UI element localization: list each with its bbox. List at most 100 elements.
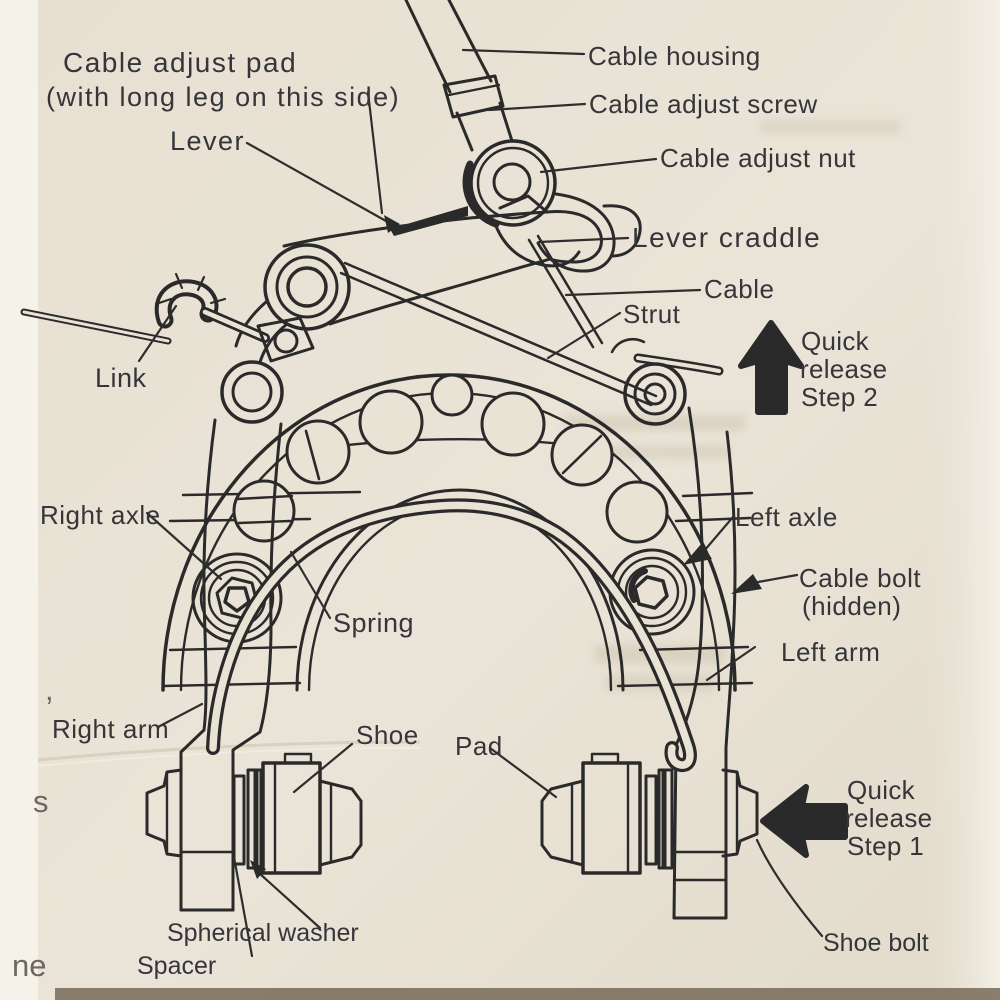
cable-adjust-screw-ferrule xyxy=(442,74,505,119)
paper-crease-highlight xyxy=(37,747,421,767)
spherical-washer-part xyxy=(232,774,246,866)
leader-link xyxy=(137,304,178,363)
link-clamp-block xyxy=(256,316,315,363)
leader-cable-bolt xyxy=(756,573,799,584)
spherical-washer-arrowhead xyxy=(250,860,266,879)
quick-release-arrows xyxy=(738,320,848,858)
link-tube-fill xyxy=(158,283,215,325)
cable-adjust-nut-bore xyxy=(492,162,532,202)
paper-crease xyxy=(37,740,421,762)
body-inner-arc xyxy=(295,488,625,692)
leader-cable xyxy=(564,288,702,297)
link-segment-ticks xyxy=(154,272,227,306)
left-arm-lines xyxy=(672,850,728,882)
label-qr2-line2: release xyxy=(800,354,887,384)
cable-tail-right-fill xyxy=(636,356,721,373)
caliper-body xyxy=(161,360,754,692)
stray-ne-text: ne xyxy=(12,948,46,983)
left-shoe-assembly xyxy=(540,752,759,875)
left-arm-part xyxy=(672,406,737,920)
right-shoe-assembly xyxy=(145,752,363,875)
cable-edge1 xyxy=(527,238,595,349)
leader-cable-adjust-pad xyxy=(366,90,384,215)
quick-release-left-arrow-icon xyxy=(760,784,848,858)
lines-through-hole xyxy=(235,494,294,525)
strut-edge1 xyxy=(343,261,658,398)
left-arm-left-edge xyxy=(672,406,704,920)
page-left-edge xyxy=(0,0,38,1000)
label-shoe: Shoe xyxy=(356,720,419,750)
label-cable-adjust-pad-line1: Cable adjust pad xyxy=(63,47,297,78)
label-spherical-washer: Spherical washer xyxy=(167,919,359,947)
cradle-hook xyxy=(602,204,642,258)
hole-mid-right xyxy=(605,480,669,544)
adjuster-barrel-left xyxy=(455,111,474,152)
right-arm-left-edge xyxy=(179,418,217,912)
spring-part xyxy=(206,498,697,773)
lever-pivot-outer xyxy=(263,243,351,331)
hole-mid-left xyxy=(232,479,296,543)
adjust-pad-part xyxy=(498,194,549,214)
label-qr1-line3: Step 1 xyxy=(847,831,924,861)
label-cable-adjust-screw: Cable adjust screw xyxy=(589,89,818,119)
lever-bottom-edge xyxy=(328,257,552,326)
leader-lever xyxy=(245,141,388,223)
spring-band-fill xyxy=(209,501,694,769)
label-cable-housing: Cable housing xyxy=(588,41,761,71)
nut-shadow-arc xyxy=(462,160,500,228)
label-qr1-line1: Quick xyxy=(847,775,916,805)
right-arm-boss-bore xyxy=(231,371,273,413)
page-bottom-edge xyxy=(55,988,1000,1000)
leader-shoe-bolt xyxy=(755,838,824,938)
lever-pivot-mid xyxy=(275,255,339,319)
lever-tip xyxy=(545,209,603,264)
cable-adjust-nut-outer-ring xyxy=(469,139,557,227)
lever-part xyxy=(234,206,603,364)
right-arm-boss-outer xyxy=(220,360,284,424)
left-arm-boss-bore xyxy=(643,382,667,406)
label-strut: Strut xyxy=(623,299,681,329)
lever-to-clamp-edge2 xyxy=(258,322,289,364)
stray-s-text: s xyxy=(33,784,49,819)
labels: Cable adjust pad (with long leg on this … xyxy=(12,41,932,983)
right-arm-right-edge xyxy=(231,422,283,912)
label-cable-adjust-nut: Cable adjust nut xyxy=(660,143,856,173)
cable-housing-left-edge xyxy=(404,0,452,94)
leader-shoe xyxy=(292,742,354,794)
label-lever: Lever xyxy=(170,126,245,156)
leader-strut xyxy=(546,311,622,360)
label-shoe-bolt: Shoe bolt xyxy=(823,929,929,957)
strut-part xyxy=(339,261,658,407)
cable-housing-right-edge xyxy=(447,0,493,83)
label-link: Link xyxy=(95,363,147,393)
link-clamp-hole xyxy=(273,328,299,354)
label-qr1-line2: release xyxy=(845,803,932,833)
ferrule-band xyxy=(447,83,501,97)
leader-spherical-washer xyxy=(257,871,322,930)
label-pad: Pad xyxy=(455,731,503,761)
cable-bolt-arrowhead xyxy=(731,574,762,594)
leader-pad xyxy=(488,746,558,799)
straddle-cable xyxy=(527,234,724,376)
left-axle-shade xyxy=(628,568,648,603)
stray-comma-text: , xyxy=(45,672,54,707)
leader-lines xyxy=(137,48,824,958)
shoe-tab xyxy=(283,752,313,765)
pad-block-left xyxy=(318,779,363,867)
label-lever-craddle: Lever craddle xyxy=(632,222,821,253)
label-right-axle: Right axle xyxy=(40,500,161,530)
hole-upper-left xyxy=(285,419,351,485)
label-cable-adjust-pad-line2: (with long leg on this side) xyxy=(46,82,400,112)
hole-top-left xyxy=(358,389,424,455)
right-axle-pentagon xyxy=(223,586,251,613)
cable-bolt-hook xyxy=(610,338,646,354)
label-left-arm: Left arm xyxy=(781,637,880,667)
shoe-tab-right xyxy=(590,752,620,765)
leader-cable-adjust-nut xyxy=(539,157,658,174)
left-arm-boss-mid xyxy=(633,372,677,416)
quick-release-up-arrow-icon xyxy=(738,320,804,415)
line-drawing xyxy=(20,0,759,920)
cable-tail-left-fill xyxy=(22,310,170,343)
left-axle-ring3 xyxy=(624,564,680,620)
